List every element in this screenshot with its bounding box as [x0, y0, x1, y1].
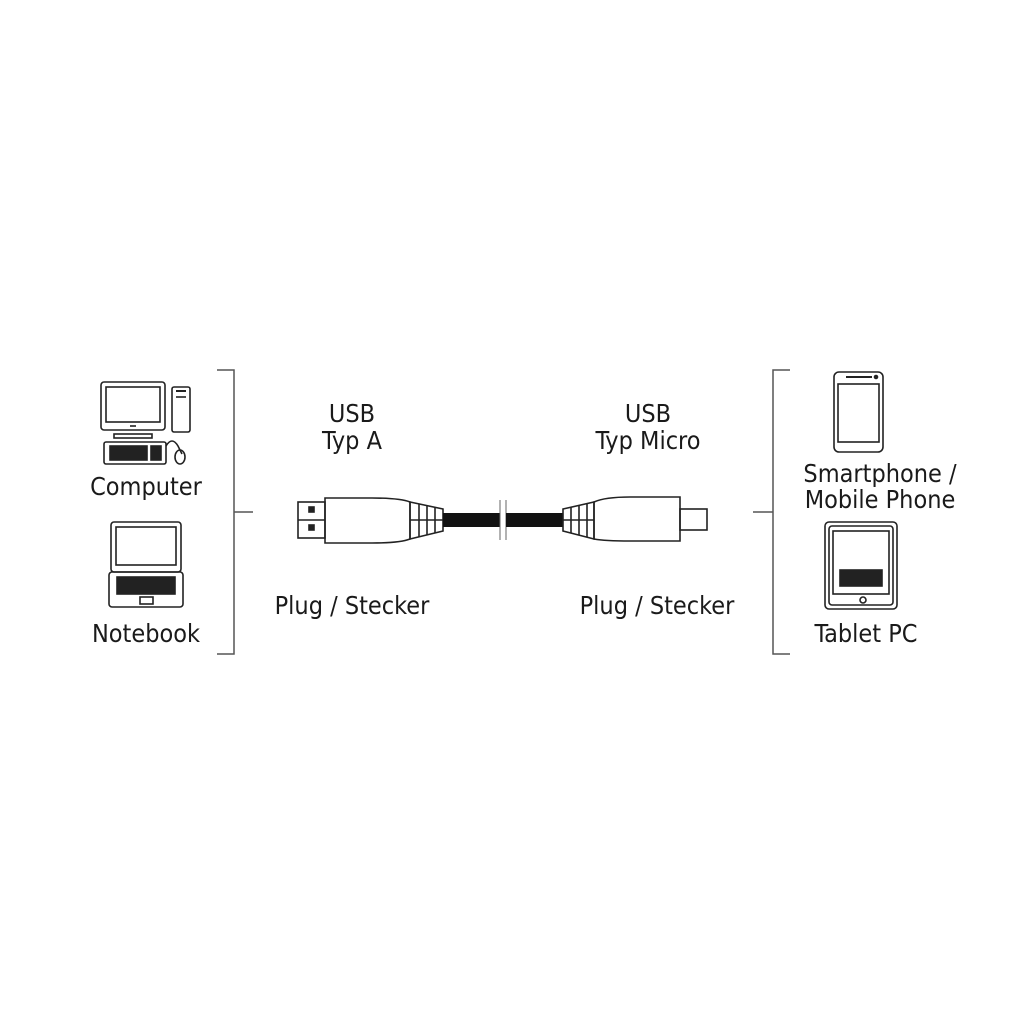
laptop-icon [108, 521, 184, 608]
tablet-icon [824, 521, 898, 610]
left-bracket [217, 369, 253, 655]
right-bracket [753, 369, 790, 655]
left-connector-line2: Typ A [321, 426, 383, 455]
right-connector-type: Plug / Stecker [580, 591, 735, 620]
device-label-smartphone-line1: Smartphone / [803, 459, 957, 488]
device-label-smartphone-line2: Mobile Phone [805, 485, 956, 514]
usb-micro-plug [562, 496, 708, 542]
cable-segment-left [443, 513, 500, 527]
right-connector-line2: Typ Micro [594, 426, 700, 455]
left-connector-type: Plug / Stecker [275, 591, 430, 620]
right-connector-line1: USB [625, 399, 671, 428]
left-connector-line1: USB [329, 399, 375, 428]
device-label-tablet: Tablet PC [814, 619, 918, 648]
usb-a-plug [297, 497, 444, 544]
desktop-computer-icon [100, 381, 191, 465]
cable-segment-right [506, 513, 563, 527]
device-label-notebook: Notebook [92, 619, 200, 648]
device-label-computer: Computer [90, 472, 203, 501]
smartphone-icon [833, 371, 884, 453]
